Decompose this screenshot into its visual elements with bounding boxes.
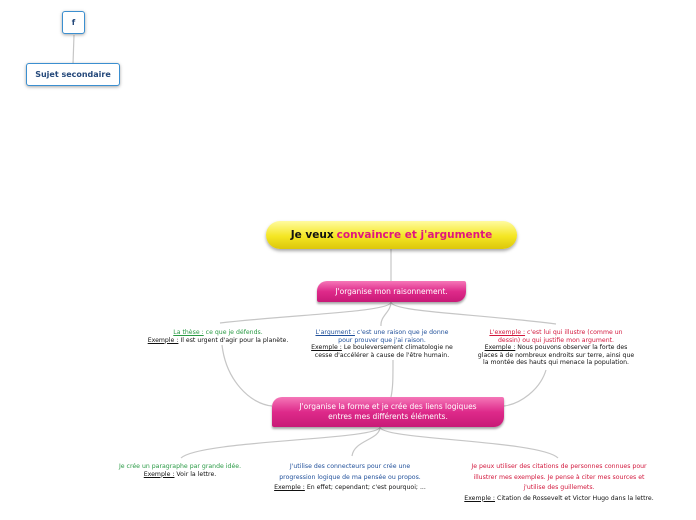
- central-topic-part1: Je veux: [290, 229, 334, 241]
- paragraphe-example-label: Exemple :: [143, 470, 175, 478]
- node-forme-liens-line2: entres mes différents éléments.: [328, 412, 448, 421]
- node-raisonnement[interactable]: J'organise mon raisonnement.: [317, 281, 466, 302]
- argument-example-label: Exemple :: [311, 344, 342, 352]
- citations-line3: j'utilise des guillemets.: [523, 484, 595, 492]
- exemple-term: L'exemple :: [489, 329, 526, 336]
- exemple-example-text2: glaces à de nombreux endroits sur terre,…: [477, 351, 635, 359]
- connecteurs-line1: J'utilise des connecteurs pour crée une: [289, 463, 411, 470]
- citations-line1: Je peux utiliser des citations de person…: [471, 463, 647, 470]
- paragraphe-text: Je crée un paragraphe par grande idée.: [118, 463, 242, 470]
- citations-example-label: Exemple :: [464, 494, 496, 502]
- exemple-example-text1: Nous pouvons observer la forte des: [515, 344, 628, 352]
- topic-citations[interactable]: Je peux utiliser des citations de person…: [452, 463, 666, 502]
- connecteurs-example-text: En effet; cependant; c'est pourquoi; ...: [304, 484, 426, 492]
- topic-paragraphe[interactable]: Je crée un paragraphe par grande idée. E…: [100, 463, 260, 478]
- exemple-example-label: Exemple :: [484, 344, 516, 352]
- paragraphe-example-text: Voir la lettre.: [174, 470, 217, 478]
- exemple-example-text3: la montée des hauts qui menace la popula…: [482, 359, 630, 367]
- node-forme-liens-line1: J'organise la forme et je crée des liens…: [299, 402, 477, 411]
- connecteurs-example-label: Exemple :: [274, 484, 305, 492]
- citations-example-text: Citation de Rossevelt et Victor Hugo dan…: [495, 494, 654, 502]
- node-f-label: f: [71, 18, 76, 27]
- node-sujet-secondaire[interactable]: Sujet secondaire: [26, 63, 120, 86]
- argument-example-text1: Le bouleversement climatologie ne: [341, 344, 453, 352]
- these-term: La thèse :: [173, 329, 204, 336]
- central-topic[interactable]: Je veux convaincre et j'argumente: [266, 221, 517, 249]
- central-topic-part2: convaincre et j'argumente: [336, 229, 493, 241]
- node-f[interactable]: f: [62, 11, 85, 34]
- these-example-label: Exemple :: [147, 336, 179, 344]
- exemple-def2: dessin) ou qui justifie mon argument.: [497, 336, 615, 344]
- topic-connecteurs[interactable]: J'utilise des connecteurs pour crée une …: [258, 463, 442, 492]
- argument-term: L'argument :: [315, 329, 355, 336]
- argument-example-text2: cesse d'accélérer à cause de l'être huma…: [314, 351, 450, 359]
- these-def: ce que je défends.: [203, 329, 263, 336]
- exemple-def1: c'est lui qui illustre (comme un: [525, 329, 623, 336]
- argument-def1: c'est une raison que je donne: [354, 329, 449, 336]
- citations-line2: illustrer mes exemples. Je pense à citer…: [473, 473, 645, 481]
- node-sujet-secondaire-label: Sujet secondaire: [35, 70, 111, 79]
- node-raisonnement-label: J'organise mon raisonnement.: [335, 286, 448, 296]
- topic-argument[interactable]: L'argument : c'est une raison que je don…: [298, 329, 466, 359]
- argument-def2: pour prouver que j'ai raison.: [338, 336, 426, 344]
- topic-exemple[interactable]: L'exemple : c'est lui qui illustre (comm…: [466, 329, 646, 367]
- connecteurs-line2: progression logique de ma pensée ou prop…: [279, 473, 421, 481]
- node-forme-liens[interactable]: J'organise la forme et je crée des liens…: [272, 397, 504, 427]
- these-example-text: Il est urgent d'agir pour la planète.: [178, 336, 289, 344]
- topic-these[interactable]: La thèse : ce que je défends. Exemple : …: [133, 329, 303, 344]
